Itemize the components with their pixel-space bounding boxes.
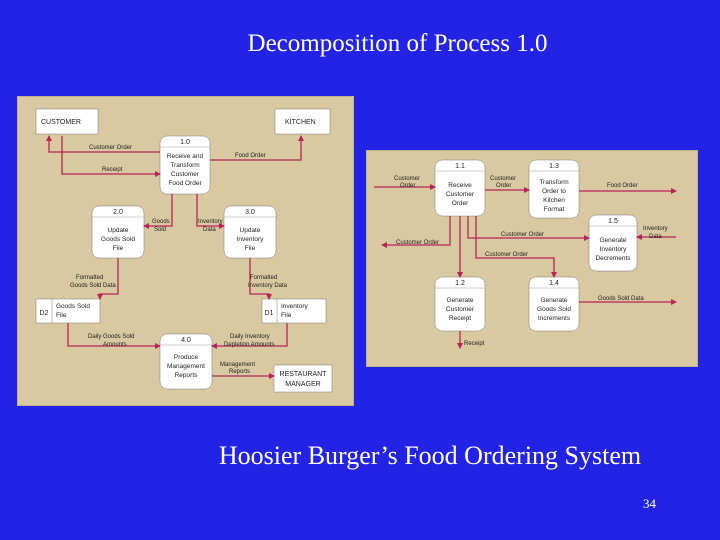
data-store-d1-line-2: File (281, 312, 292, 319)
process-1-4-id: 1.4 (549, 280, 559, 287)
process-4-0-line-2: Management (167, 363, 205, 370)
flow-label-goods-sold-1: Goods (152, 219, 170, 225)
flow-label-formatted-goods-2: Goods Sold Data (70, 283, 116, 289)
flow-label-food-order: Food Order (607, 183, 638, 189)
data-store-d2 (35, 298, 101, 324)
process-1-3-line-1: Transform (539, 179, 568, 186)
flow-label-mgmt-reports-2: Reports (229, 369, 250, 375)
process-1-3-line-4: Format (544, 206, 565, 213)
restaurant-manager-label-2: MANAGER (285, 381, 320, 388)
process-2-0-line-1: Update (108, 227, 129, 234)
process-3-0-id: 3.0 (245, 209, 255, 216)
process-2-0-line-2: Goods Sold (101, 236, 135, 243)
customer-entity (35, 108, 99, 135)
restaurant-manager-label-1: RESTAURANT (280, 371, 328, 378)
process-1-4-line-1: Generate (540, 297, 567, 304)
process-2-0-line-3: File (113, 245, 124, 252)
flow-label-customer-order: Customer Order (89, 145, 132, 151)
process-4-0 (159, 333, 213, 390)
data-store-d1-line-1: Inventory (281, 303, 308, 310)
process-1-1-line-3: Order (452, 200, 469, 207)
process-1-5-id: 1.5 (608, 218, 618, 225)
process-4-0-id: 4.0 (181, 337, 191, 344)
process-1-3-line-2: Order to (542, 188, 566, 195)
process-1-0-line-4: Food Order (168, 180, 202, 187)
process-1-1-id: 1.1 (455, 163, 465, 170)
process-4-0-line-3: Reports (175, 372, 199, 379)
process-1-1-line-2: Customer (446, 191, 475, 198)
process-1-5 (588, 214, 638, 272)
process-3-0-line-2: Inventory (237, 236, 264, 243)
process-1-3-line-3: Kitchen (543, 197, 565, 204)
process-1-4-line-2: Goods Sold (537, 306, 571, 313)
process-1-4-line-3: Increments (538, 315, 571, 322)
flow-label-formatted-goods-1: Formatted (76, 275, 103, 281)
data-store-d2-line-2: File (56, 312, 67, 319)
process-2-0-id: 2.0 (113, 209, 123, 216)
process-1-2-line-3: Receipt (449, 315, 471, 322)
data-store-d1-id: D1 (265, 310, 274, 317)
flow-label-customer-order-a: Customer Order (501, 232, 544, 238)
flow-label-daily-inv-1: Daily Inventory (230, 334, 270, 340)
flow-label-food-order: Food Order (235, 153, 266, 159)
level-1-diagram-panel: CUSTOMER KITCHEN RESTAURANT MANAGER 1.0 … (17, 96, 354, 406)
process-1-3-id: 1.3 (549, 163, 559, 170)
flow-label-daily-goods-1: Daily Goods Sold (88, 334, 134, 340)
process-1-5-line-1: Generate (599, 237, 626, 244)
flow-label-inventory-data-1: Inventory (198, 219, 223, 225)
flow-label-goods-sold-2: Sold (154, 227, 166, 233)
process-3-0-line-1: Update (240, 227, 261, 234)
flow-label-customer-order-in-2: Order (400, 183, 415, 189)
process-1-2-line-1: Generate (446, 297, 473, 304)
process-1-2-id: 1.2 (455, 280, 465, 287)
process-1-5-line-3: Decrements (595, 255, 631, 262)
slide-caption: Hoosier Burger’s Food Ordering System (218, 441, 642, 470)
customer-entity-label: CUSTOMER (41, 119, 81, 126)
flow-label-receipt: Receipt (464, 341, 485, 347)
flow-label-inventory-data-1: Inventory (643, 226, 668, 232)
process-3-0-line-3: File (245, 245, 256, 252)
flow-label-customer-order-in-1: Customer (394, 176, 420, 182)
process-1-1-line-1: Receive (448, 182, 472, 189)
data-store-d1 (261, 298, 327, 324)
slide-title: Decomposition of Process 1.0 (247, 30, 548, 57)
flow-label-formatted-inv-1: Formatted (250, 275, 277, 281)
flow-label-customer-order-b: Customer Order (396, 240, 439, 246)
process-1-0-line-2: Transform (170, 162, 199, 169)
process-1-0-line-3: Customer (171, 171, 200, 178)
process-1-0 (159, 135, 211, 195)
data-store-d2-id: D2 (40, 310, 49, 317)
flow-label-inventory-data-2: Data (203, 227, 216, 233)
level-2-diagram-panel: 1.1 Receive Customer Order 1.3 Transform… (366, 150, 698, 367)
slide-number: 34 (643, 496, 656, 511)
data-store-d2-line-1: Goods Sold (56, 303, 90, 310)
flow-label-customer-order-mid-1: Customer (490, 176, 516, 182)
flow-label-daily-goods-2: Amounts (103, 342, 127, 348)
kitchen-entity-label: KITCHEN (285, 119, 316, 126)
process-4-0-line-1: Produce (174, 354, 199, 361)
restaurant-manager-entity (273, 364, 333, 393)
flow-label-goods-sold-data: Goods Sold Data (598, 296, 644, 302)
kitchen-entity (274, 108, 331, 135)
process-1-0-line-1: Receive and (167, 153, 204, 160)
process-1-0-id: 1.0 (180, 139, 190, 146)
flow-label-customer-order-c: Customer Order (485, 252, 528, 258)
flow-label-daily-inv-2: Depletion Amounts (224, 342, 274, 348)
flow-label-receipt: Receipt (102, 167, 123, 173)
flow-label-inventory-data-2: Data (649, 234, 662, 240)
process-1-5-line-2: Inventory (600, 246, 627, 253)
flow-label-formatted-inv-2: Inventory Data (248, 283, 288, 289)
flow-label-customer-order-mid-2: Order (496, 183, 511, 189)
process-1-2-line-2: Customer (446, 306, 475, 313)
flow-label-mgmt-reports-1: Management (220, 362, 255, 368)
